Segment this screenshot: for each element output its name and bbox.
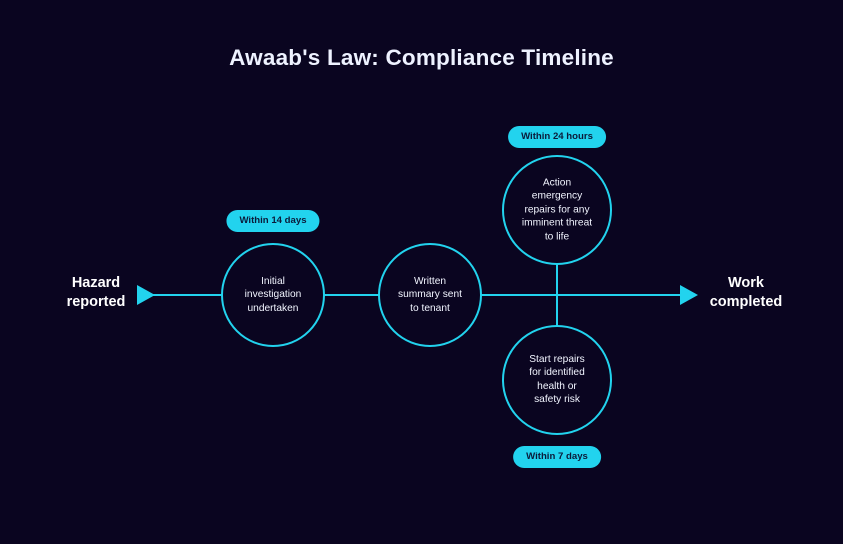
timeline-start-label-line1: Hazard <box>71 275 121 291</box>
badge-within-24-hours[interactable]: Within 24 hours <box>508 126 606 148</box>
page-title: Awaab's Law: Compliance Timeline <box>229 45 614 70</box>
timeline-start-arrow-icon <box>137 285 155 305</box>
badge-within-7-days[interactable]: Within 7 days <box>513 446 601 468</box>
timeline-end-arrow-icon <box>680 285 698 305</box>
node-circle-start-repairs[interactable] <box>502 325 612 435</box>
timeline-end-label-line2: completed <box>709 294 783 310</box>
timeline-end-label-line1: Work <box>728 275 764 291</box>
timeline-start-label-line2: reported <box>66 294 126 310</box>
node-circle-written-summary[interactable] <box>378 243 482 347</box>
node-circle-emergency-repairs[interactable] <box>502 155 612 265</box>
timeline-end-label: Work completed <box>690 274 802 312</box>
node-circle-initial-investigation[interactable] <box>221 243 325 347</box>
timeline-start-label: Hazard reported <box>40 274 152 312</box>
badge-within-14-days[interactable]: Within 14 days <box>226 210 320 232</box>
